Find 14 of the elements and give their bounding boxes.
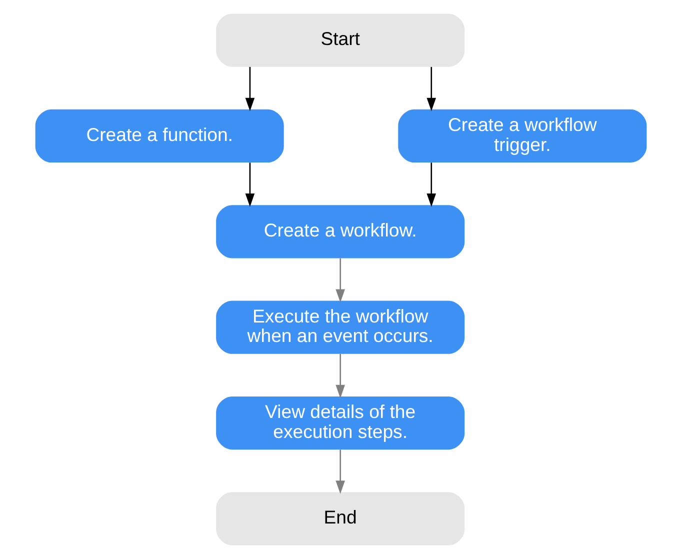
node-box: View details of the execution steps.	[216, 396, 465, 450]
arrow	[426, 66, 436, 112]
node-box: Start	[216, 14, 465, 67]
node-box: Create a function.	[35, 109, 284, 163]
node-box: Create a workflow.	[216, 205, 465, 258]
node-box: End	[216, 492, 465, 546]
node-box: Create a workflow trigger.	[398, 109, 647, 163]
arrow	[245, 162, 255, 207]
arrow	[426, 162, 436, 207]
arrow	[245, 66, 255, 112]
arrow	[336, 258, 345, 303]
arrow	[336, 354, 345, 398]
arrow	[336, 450, 345, 494]
node-box: Execute the workflow when an event occurs.	[216, 300, 465, 354]
